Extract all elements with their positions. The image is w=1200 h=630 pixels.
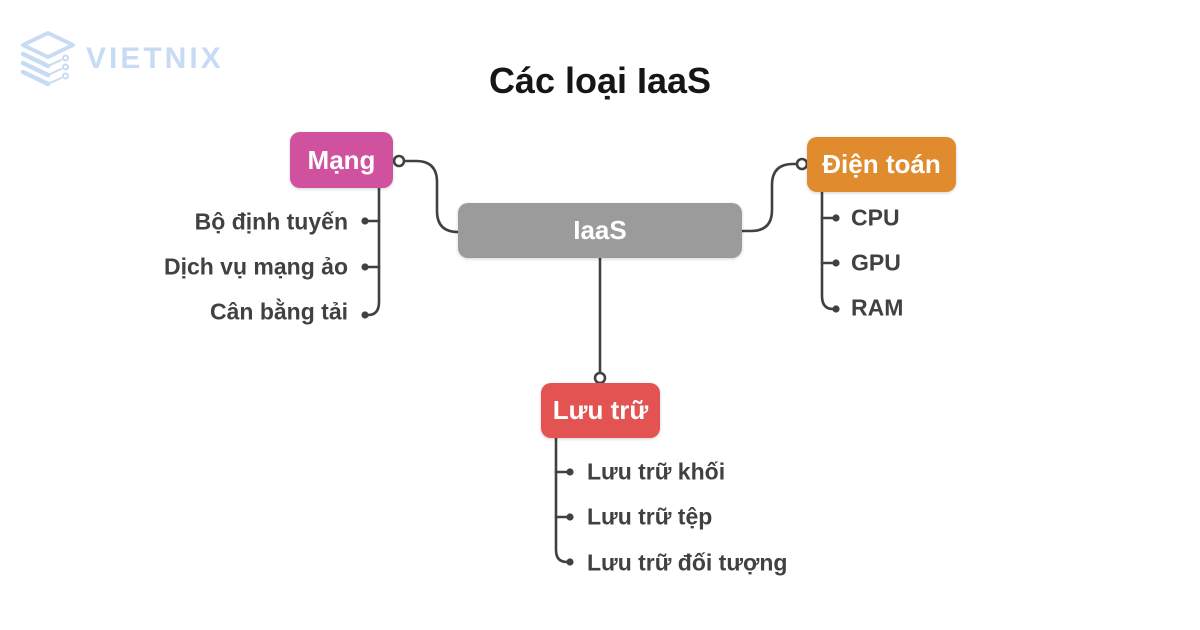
leaf-storage-block: Lưu trữ khối	[587, 458, 726, 485]
dot-compute-child-0	[832, 214, 840, 222]
node-network: Mạng	[290, 132, 393, 188]
leaf-compute-gpu: GPU	[851, 249, 901, 276]
dot-network-child-2	[361, 311, 369, 319]
wire-storage-stem	[554, 436, 569, 564]
wire-root-network	[402, 159, 460, 234]
leaf-storage-object: Lưu trữ đối tượng	[587, 549, 788, 576]
vietnix-logo-text: VIETNIX	[86, 42, 224, 75]
wire-root-compute	[740, 162, 798, 233]
port-storage	[593, 371, 607, 385]
wire-compute-stem	[820, 190, 835, 311]
leaf-network-load-balance: Cân bằng tải	[209, 298, 348, 325]
layers-stack-icon	[20, 31, 75, 87]
leaf-compute-cpu: CPU	[851, 204, 900, 231]
dot-storage-child-1	[566, 513, 574, 521]
node-compute: Điện toán	[807, 137, 956, 192]
dot-storage-child-0	[566, 468, 574, 476]
node-root: IaaS	[458, 203, 742, 258]
port-network	[392, 154, 406, 168]
dot-network-child-1	[361, 263, 369, 271]
vietnix-logo: VIETNIX	[19, 30, 224, 88]
port-compute	[795, 157, 809, 171]
dot-network-child-0	[361, 217, 369, 225]
leaf-storage-file: Lưu trữ tệp	[587, 503, 713, 530]
diagram-title: Các loại IaaS	[488, 60, 712, 101]
wire-network-stem	[366, 186, 381, 317]
leaf-network-router: Bộ định tuyến	[194, 208, 348, 235]
dot-compute-child-2	[832, 305, 840, 313]
dot-storage-child-2	[566, 558, 574, 566]
node-storage: Lưu trữ	[541, 383, 660, 438]
leaf-compute-ram: RAM	[851, 294, 904, 321]
dot-compute-child-1	[832, 259, 840, 267]
leaf-network-virtual-net: Dịch vụ mạng ảo	[163, 253, 348, 280]
